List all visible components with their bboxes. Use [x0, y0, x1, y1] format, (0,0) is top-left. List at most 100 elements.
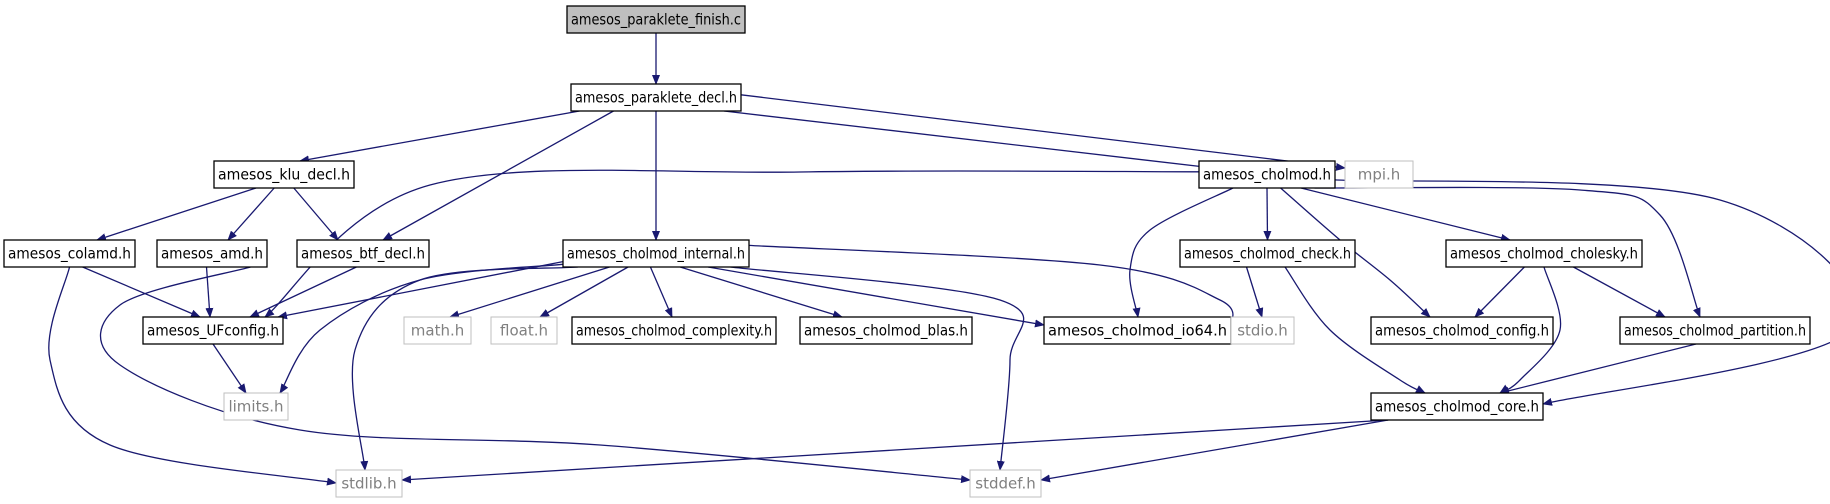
edge-cholmod_check-to-stdio: [1245, 266, 1264, 318]
edge-cholmod_cholesky-to-config: [1474, 266, 1525, 318]
edge-klu_decl-to-colamd: [96, 187, 257, 242]
node-box: [566, 5, 746, 34]
node-label: amesos_UFconfig.h: [147, 322, 279, 341]
node-finish[interactable]: amesos_paraklete_finish.c: [566, 5, 746, 34]
edge-amd-to-ufconfig: [205, 266, 214, 318]
node-colamd[interactable]: amesos_colamd.h: [3, 239, 136, 268]
node-btf-decl[interactable]: amesos_btf_decl.h: [296, 239, 430, 268]
node-box: [562, 239, 750, 268]
node-label: stdio.h: [1237, 322, 1288, 340]
node-box: [1445, 239, 1643, 268]
node-cholmod[interactable]: amesos_cholmod.h: [1198, 160, 1336, 189]
node-label: stdlib.h: [341, 475, 396, 493]
node-label: amesos_cholmod_check.h: [1184, 245, 1351, 264]
node-limits: limits.h: [223, 392, 289, 421]
node-io64[interactable]: amesos_cholmod_io64.h: [1043, 316, 1232, 345]
node-box: [571, 316, 777, 345]
edge-colamd-to-stdlib: [48, 266, 337, 486]
node-klu-decl[interactable]: amesos_klu_decl.h: [213, 160, 355, 189]
node-label: float.h: [500, 322, 548, 340]
node-label: amesos_cholmod_cholesky.h: [1450, 245, 1638, 264]
node-amd[interactable]: amesos_amd.h: [156, 239, 268, 268]
node-mpi: mpi.h: [1344, 160, 1414, 189]
node-cholmod-check[interactable]: amesos_cholmod_check.h: [1179, 239, 1356, 268]
edge-cholmod_internal-to-io64: [707, 266, 1045, 328]
edge-core-to-stddef: [1040, 419, 1389, 483]
edge-colamd-to-ufconfig: [82, 266, 201, 318]
node-stdlib: stdlib.h: [335, 469, 403, 498]
node-box: [799, 316, 973, 345]
node-box: [570, 83, 742, 112]
node-box: [1344, 160, 1414, 189]
edge-cholmod-to-ufconfig: [264, 169, 1200, 318]
edge-cholmod_internal-to-blas: [679, 266, 843, 319]
node-paraklete-decl[interactable]: amesos_paraklete_decl.h: [570, 83, 742, 112]
node-math: math.h: [403, 316, 472, 345]
node-cholmod-internal[interactable]: amesos_cholmod_internal.h: [562, 239, 750, 268]
node-box: [296, 239, 430, 268]
node-box: [1198, 160, 1336, 189]
node-partition[interactable]: amesos_cholmod_partition.h: [1619, 316, 1811, 345]
node-label: mpi.h: [1358, 166, 1401, 184]
node-label: amesos_cholmod.h: [1203, 166, 1331, 185]
edge-partition-to-core: [1499, 343, 1697, 395]
node-box: [156, 239, 268, 268]
node-config[interactable]: amesos_cholmod_config.h: [1370, 316, 1554, 345]
edge-cholmod_internal-to-complexity: [649, 266, 673, 318]
node-blas[interactable]: amesos_cholmod_blas.h: [799, 316, 973, 345]
edge-ufconfig-to-limits: [212, 343, 247, 394]
edge-paraklete_decl-to-mpi: [740, 94, 1346, 171]
edge-cholmod_internal-to-limits: [279, 263, 564, 394]
node-box: [213, 160, 355, 189]
node-label: amesos_colamd.h: [8, 245, 131, 264]
node-box: [403, 316, 472, 345]
node-box: [1370, 316, 1554, 345]
node-label: amesos_cholmod_config.h: [1375, 322, 1549, 341]
edge-cholmod-to-io64: [1129, 187, 1234, 318]
node-label: amesos_klu_decl.h: [218, 166, 350, 185]
node-label: math.h: [411, 322, 464, 340]
edge-amd-to-stddef: [99, 266, 971, 484]
edge-cholmod-to-cholmod_cholesky: [1300, 187, 1511, 242]
edge-klu_decl-to-btf_decl: [293, 187, 339, 241]
node-label: stddef.h: [975, 475, 1035, 493]
node-box: [223, 392, 289, 421]
node-box: [969, 469, 1042, 498]
node-complexity[interactable]: amesos_cholmod_complexity.h: [571, 316, 777, 345]
node-cholmod-cholesky[interactable]: amesos_cholmod_cholesky.h: [1445, 239, 1643, 268]
edge-cholmod-to-core: [1334, 179, 1830, 406]
node-label: amesos_cholmod_complexity.h: [576, 322, 772, 341]
node-label: limits.h: [228, 398, 283, 416]
node-stddef: stddef.h: [969, 469, 1042, 498]
file-nodes: amesos_paraklete_finish.c amesos_paraklet…: [3, 5, 1811, 498]
edge-cholmod-to-cholmod_check: [1263, 187, 1272, 241]
node-label: amesos_cholmod_partition.h: [1624, 322, 1806, 341]
edge-cholmod_check-to-core: [1284, 266, 1426, 394]
edge-paraklete_decl-to-btf_decl: [382, 110, 614, 241]
node-ufconfig[interactable]: amesos_UFconfig.h: [142, 316, 284, 345]
node-box: [490, 316, 558, 345]
node-label: amesos_cholmod_core.h: [1375, 398, 1539, 417]
edge-cholmod_internal-to-float: [539, 266, 629, 318]
edge-klu_decl-to-amd: [227, 187, 275, 241]
node-label: amesos_cholmod_internal.h: [567, 245, 745, 264]
edge-cholmod_internal-to-stdlib: [351, 266, 578, 471]
edge-paraklete_decl-to-cholmod: [723, 110, 1223, 172]
edge-cholmod-to-config: [1280, 187, 1431, 318]
edge-cholmod_internal-to-stddef: [730, 266, 1025, 471]
node-box: [1370, 392, 1544, 421]
node-box: [335, 469, 403, 498]
node-float: float.h: [490, 316, 558, 345]
edge-core-to-stdlib: [401, 419, 1389, 484]
node-label: amesos_paraklete_decl.h: [575, 89, 737, 108]
edge-cholmod_internal-to-ufconfig: [277, 260, 564, 320]
dependency-edges: [48, 33, 1830, 486]
node-box: [3, 239, 136, 268]
edge-cholmod_internal-to-math: [449, 266, 610, 319]
node-stdio: stdio.h: [1230, 316, 1295, 345]
edge-cholmod_cholesky-to-partition: [1573, 266, 1666, 318]
node-box: [1043, 316, 1232, 345]
node-box: [1619, 316, 1811, 345]
node-core[interactable]: amesos_cholmod_core.h: [1370, 392, 1544, 421]
